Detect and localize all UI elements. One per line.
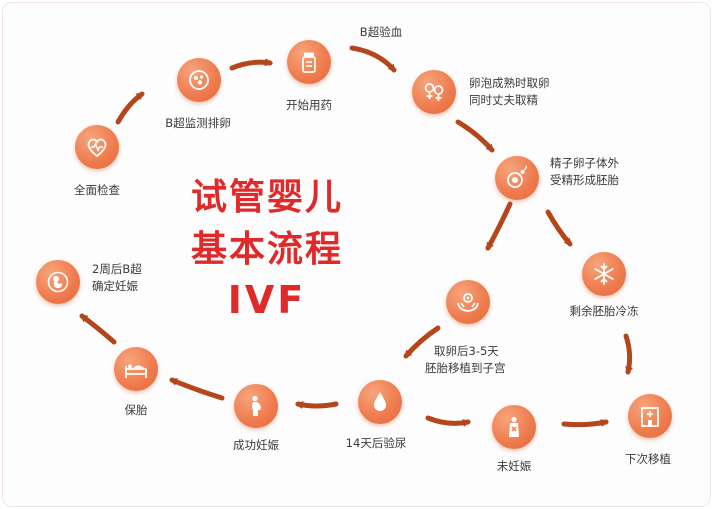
heart-pulse-icon <box>87 138 107 158</box>
step-blood-test-label: B超验血 <box>359 25 403 39</box>
arrow-not-pregnant-to-next <box>561 419 609 428</box>
bed-rest-icon <box>125 364 147 378</box>
arrow-transfer-to-urine <box>403 325 441 359</box>
step-next-transfer-node <box>628 394 672 438</box>
arrow-ultrasound-to-medication <box>229 58 273 71</box>
not-pregnant-icon <box>509 416 519 437</box>
step-transfer-label-1: 取卵后3-5天 <box>434 344 499 358</box>
arrow-freeze-to-next <box>623 333 633 375</box>
step-success-node <box>234 384 278 428</box>
step-urine-test-node <box>358 380 402 424</box>
arrow-fertilization-to-freeze <box>545 209 573 247</box>
title-line-2: 基本流程 <box>190 229 344 270</box>
arrow-medication-to-retrieval <box>349 45 397 73</box>
title-line-1: 试管婴儿 <box>190 177 344 218</box>
step-retrieval-label-2: 同时丈夫取精 <box>469 93 538 107</box>
step-checkup-node <box>75 125 119 169</box>
arrow-retrieval-to-fertilization <box>455 119 495 153</box>
snowflake-icon <box>594 263 614 285</box>
step-transfer-node <box>446 280 490 324</box>
step-protect-label: 保胎 <box>124 403 148 417</box>
pregnant-icon <box>252 395 261 416</box>
step-fertilization-label-1: 精子卵子体外 <box>550 156 619 170</box>
gender-icon <box>424 83 444 101</box>
step-confirm-label-2: 确定妊娠 <box>92 279 138 293</box>
step-confirm-node <box>36 260 80 304</box>
step-not-pregnant-node <box>492 405 536 449</box>
step-next-transfer-label: 下次移植 <box>625 452 671 466</box>
step-fertilization-node <box>495 156 539 200</box>
step-ultrasound-node <box>177 58 221 102</box>
step-ultrasound-label: B超监测排卵 <box>165 116 231 130</box>
arrow-fertilization-to-transfer <box>485 201 513 251</box>
drop-icon <box>374 392 386 411</box>
step-medication-node <box>287 40 331 84</box>
step-medication-label: 开始用药 <box>286 98 332 112</box>
medicine-bottle-icon <box>302 52 316 73</box>
step-confirm-label-1: 2周后B超 <box>92 262 142 276</box>
step-success-label: 成功妊娠 <box>233 438 279 452</box>
step-retrieval-node <box>412 70 456 114</box>
arrow-urine-to-not-pregnant <box>425 415 471 427</box>
hands-embryo-icon <box>457 293 479 312</box>
step-fertilization-label-2: 受精形成胚胎 <box>550 173 619 187</box>
arrow-urine-to-success <box>295 401 339 409</box>
step-retrieval-label-1: 卵泡成熟时取卵 <box>469 76 550 90</box>
sperm-egg-icon <box>507 165 527 188</box>
step-not-pregnant-label: 未妊娠 <box>496 459 532 473</box>
fetus-icon <box>47 271 69 293</box>
hospital-icon <box>641 407 659 427</box>
step-freeze-node <box>582 252 626 296</box>
arrow-success-to-protect <box>169 377 225 401</box>
ultrasound-icon <box>189 70 209 90</box>
arrow-checkup-to-ultrasound <box>115 91 145 125</box>
title-ivf: IVF <box>227 278 307 322</box>
step-protect-node <box>114 347 158 391</box>
step-checkup-label: 全面检查 <box>74 183 120 197</box>
step-freeze-label: 剩余胚胎冷冻 <box>569 304 639 318</box>
step-transfer-label-2: 胚胎移植到子宫 <box>425 361 506 375</box>
step-urine-test-label: 14天后验尿 <box>345 436 407 450</box>
arrow-protect-to-confirm <box>79 313 117 345</box>
